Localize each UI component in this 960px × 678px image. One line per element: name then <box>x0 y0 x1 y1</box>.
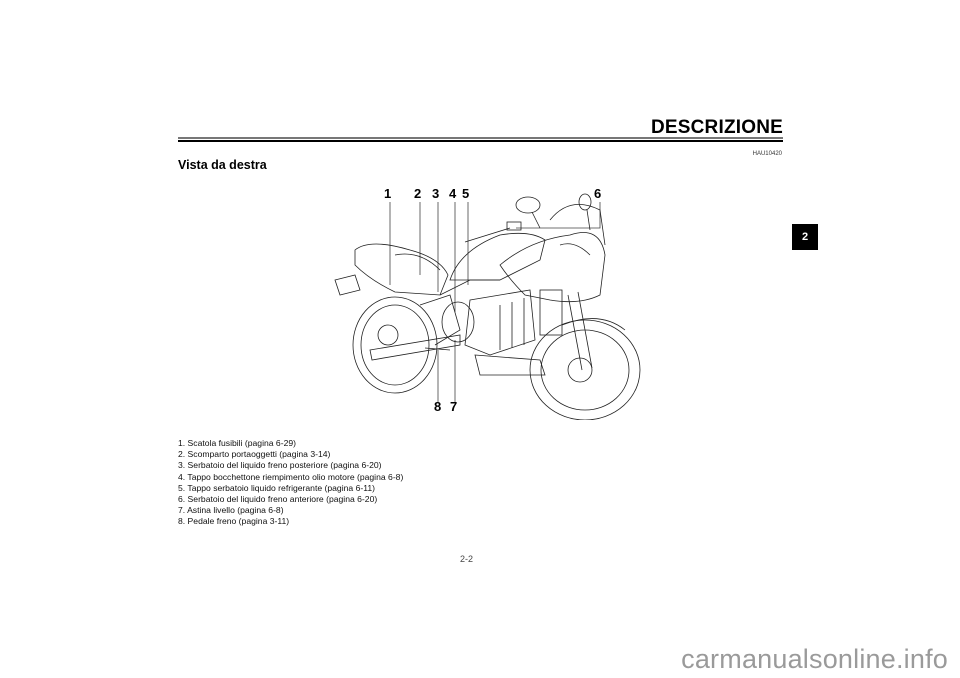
callout-6: 6 <box>594 186 602 201</box>
legend-item: 3. Serbatoio del liquido freno posterior… <box>178 460 382 471</box>
motorcycle-illustration-icon <box>334 193 641 421</box>
legend-item: 5. Tappo serbatoio liquido refrigerante … <box>178 482 375 493</box>
callout-1: 1 <box>384 186 392 201</box>
header-rule-black <box>178 140 783 142</box>
page-header-title: DESCRIZIONE <box>650 117 783 138</box>
legend-item: 1. Scatola fusibili (pagina 6-29) <box>178 438 296 448</box>
callout-7: 7 <box>450 399 458 414</box>
legend-item: 4. Tappo bocchettone riempimento olio mo… <box>178 471 404 482</box>
callout-3: 3 <box>432 186 440 201</box>
legend-item: 2. Scomparto portaoggetti (pagina 3-14) <box>178 449 331 460</box>
chapter-tab: 2 <box>792 224 818 250</box>
parts-legend: 1. Scatola fusibili (pagina 6-29) 2. Sco… <box>178 438 403 528</box>
legend-item: 8. Pedale freno (pagina 3-11) <box>178 516 290 527</box>
callout-8: 8 <box>434 399 442 414</box>
legend-item: 7. Astina livello (pagina 6-8) <box>178 505 284 516</box>
motorcycle-figure: 1 2 3 4 5 6 8 7 <box>300 180 660 421</box>
callout-4: 4 <box>449 186 457 201</box>
document-code: HAU10420 <box>752 151 782 157</box>
watermark-link[interactable]: carmanualsonline.info <box>681 644 948 674</box>
page-number: 2-2 <box>460 554 474 564</box>
legend-item: 6. Serbatoio del liquido freno anteriore… <box>178 494 378 505</box>
callout-5: 5 <box>462 186 470 201</box>
chapter-tab-label: 2 <box>801 231 809 243</box>
callout-2: 2 <box>414 186 422 201</box>
header-rule-gray <box>178 137 783 139</box>
section-title: Vista da destra <box>178 158 267 172</box>
